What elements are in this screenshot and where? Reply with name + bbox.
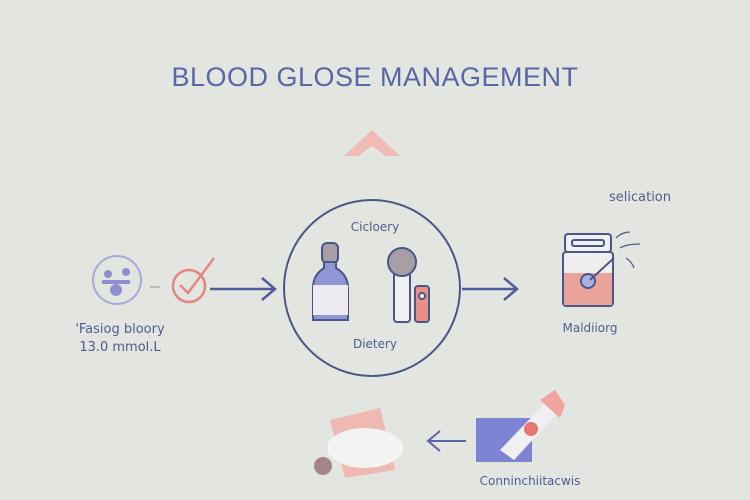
glucose-meter-icon [562,233,615,307]
medication-label: selication [608,190,671,205]
diagram-title: BLOOD GLOSE MANAGEMENT [171,62,579,92]
fasting-label: 'Fasiog bloory [75,322,165,337]
center-top-label: Cicloery [350,220,400,234]
wound-care-icon [314,408,403,478]
monitoring-label: Maldiiorg [562,321,618,335]
bottle-icon [312,242,349,321]
complications-label: Conninchiitacwis [479,474,581,488]
signal-waves-icon [615,231,641,269]
arrow-left-icon [426,430,466,452]
glucose-reading: 13.0 mmol.L [79,340,161,355]
arrow-right-icon [462,277,519,301]
arrow-right-icon [210,277,277,301]
checkmark-icon [171,257,216,304]
up-arrow-icon [344,130,400,156]
syringe-card-icon [476,390,565,462]
people-icon [92,255,142,305]
dietary-circle [283,199,461,377]
test-tube-icon [387,247,430,323]
dietary-label: Dietery [352,337,398,351]
